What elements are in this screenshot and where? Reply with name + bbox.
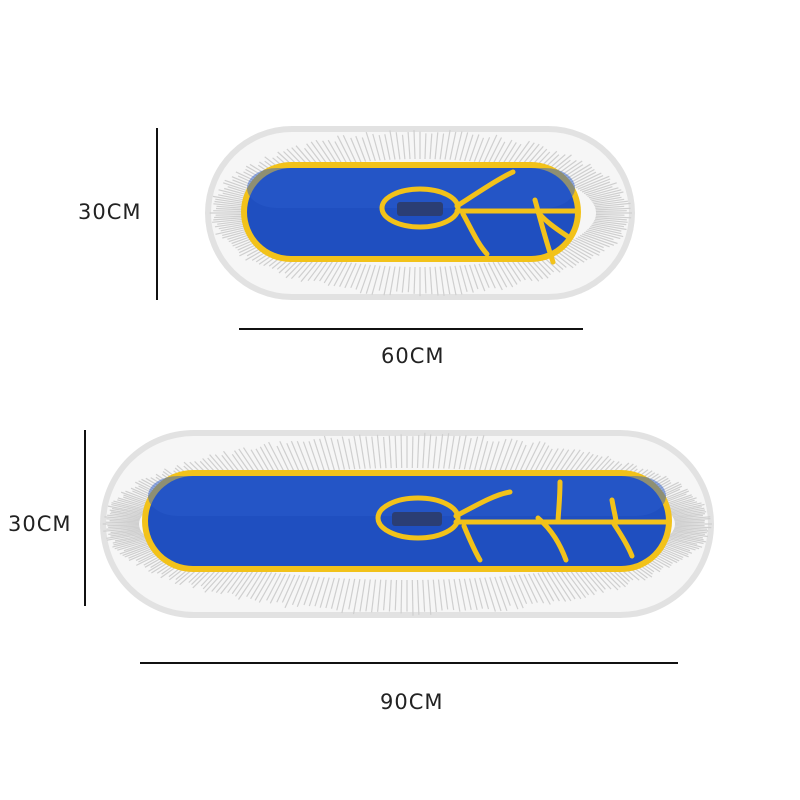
large-ties xyxy=(375,479,669,563)
large-width-line xyxy=(140,662,678,664)
large-width-label: 90CM xyxy=(380,690,444,714)
small-mop-pad-image xyxy=(205,126,635,300)
large-slot-icon xyxy=(392,512,442,526)
small-height-line xyxy=(156,128,158,300)
large-mop-pad-image xyxy=(100,430,714,618)
large-height-line xyxy=(84,430,86,606)
small-width-line xyxy=(239,328,583,330)
large-height-label: 30CM xyxy=(8,512,72,536)
small-ties xyxy=(379,169,578,265)
small-slot-icon xyxy=(397,202,443,216)
small-height-label: 30CM xyxy=(78,200,142,224)
small-width-label: 60CM xyxy=(381,344,445,368)
